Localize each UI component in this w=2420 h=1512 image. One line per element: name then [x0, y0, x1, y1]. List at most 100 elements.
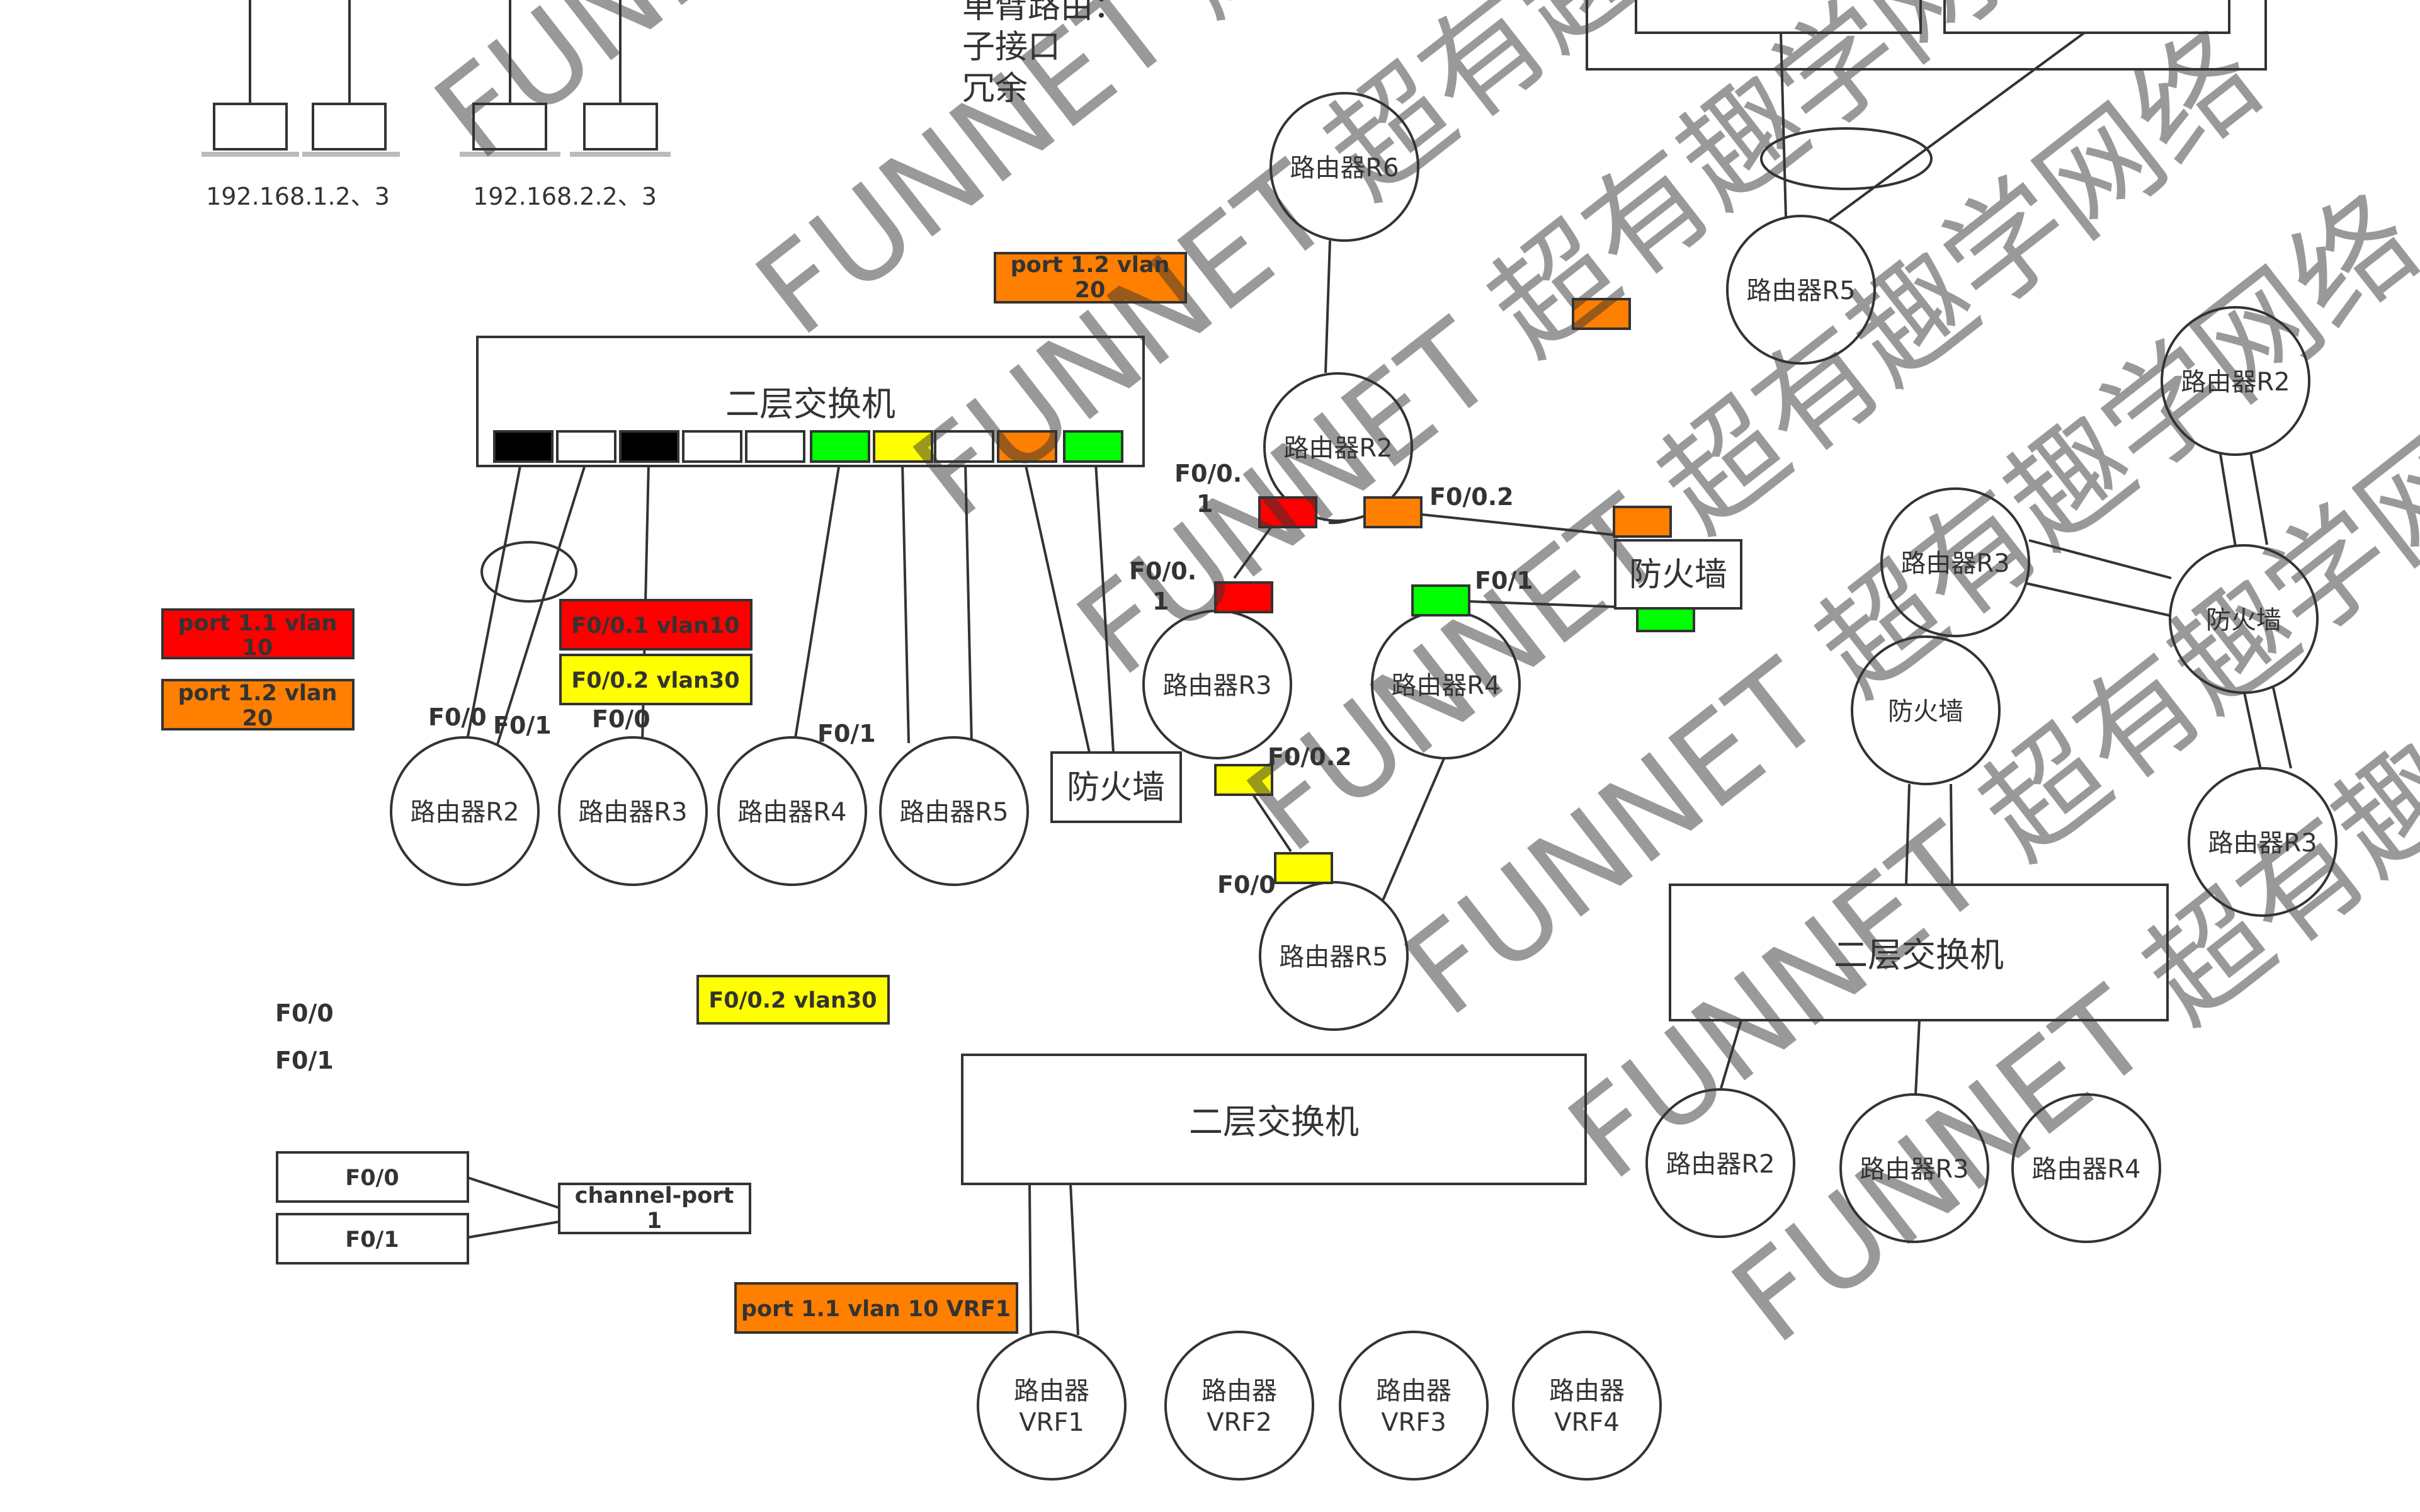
interface-square: [1274, 852, 1333, 884]
port-label: F0/1: [493, 712, 552, 739]
host-ip-group-2: 192.168.2.2、3: [473, 183, 657, 210]
interface-square: [1258, 496, 1317, 528]
link-aggregation-ellipse: [480, 541, 577, 603]
router-node: [977, 1331, 1127, 1481]
vrf-routers: [977, 1331, 1662, 1481]
svg-text:F0/0.2 vlan30: F0/0.2 vlan30: [571, 668, 739, 693]
port-label: F0/0: [1217, 871, 1276, 899]
port-label: F0/0: [428, 703, 487, 731]
note-line-1: 单臂路由：: [962, 0, 1126, 26]
port-label: F0/1: [817, 720, 876, 747]
port-label: 1: [1196, 490, 1213, 518]
router-node: [2188, 767, 2338, 917]
channel-port-label: 1: [647, 1208, 662, 1234]
router-node: [1512, 1331, 1662, 1481]
router-label: 路由器R5: [899, 798, 1008, 827]
router-label: 路由器: [1201, 1377, 1277, 1406]
router-label: 路由器R2: [1283, 434, 1392, 463]
svg-text:port 1.2 vlan: port 1.2 vlan: [178, 681, 338, 706]
port-label: F0/0.: [1129, 557, 1196, 585]
channel-port-label: channel-port: [575, 1183, 734, 1208]
legend-port-label: F0/1: [275, 1047, 334, 1074]
port-label: F0/0: [592, 705, 650, 733]
svg-text:port 1.2 vlan: port 1.2 vlan: [1011, 253, 1170, 278]
router-label: 路由器R2: [1666, 1150, 1775, 1179]
router-label: 路由器R6: [1290, 154, 1399, 183]
router-label: VRF2: [1207, 1408, 1272, 1437]
host-ip-group-1: 192.168.1.2、3: [206, 183, 390, 210]
router-label: 路由器R2: [410, 798, 519, 827]
right-switch-box: [1669, 884, 2169, 1021]
switch-port: [873, 430, 933, 463]
firewall-node: [2169, 544, 2319, 694]
firewall-label: 防火墙: [2206, 606, 2281, 635]
port-label: 1: [1152, 588, 1169, 615]
bottom-switch-box: [961, 1054, 1587, 1185]
router-node: [390, 736, 540, 886]
bottom-switch-title: 二层交换机: [1189, 1102, 1359, 1142]
svg-text:10: 10: [242, 635, 273, 661]
router-node: [879, 736, 1029, 886]
router-label: 路由器R5: [1279, 943, 1388, 972]
interface-square: [1411, 584, 1470, 617]
router-label: VRF3: [1381, 1408, 1446, 1437]
middle-port-squares: [1214, 298, 1695, 884]
middle-links: [1233, 240, 1638, 902]
pc-icon: [312, 103, 387, 151]
router-label: VRF1: [1019, 1408, 1084, 1437]
note-line-2: 子接口: [962, 28, 1060, 66]
switch-port: [934, 430, 994, 463]
router-label: 路由器: [1014, 1377, 1089, 1406]
firewall-box-mid: [1614, 539, 1742, 610]
router-label: 路由器R2: [2181, 368, 2290, 397]
router-label: 路由器R3: [1860, 1155, 1968, 1184]
tag-port11-red: port 1.1 vlan 10: [161, 608, 355, 661]
left-switch-ports: [493, 430, 1123, 463]
legend-port-label: F0/0: [275, 999, 334, 1027]
port-label: F0/1: [1475, 567, 1533, 594]
host-group-2: [460, 0, 671, 157]
svg-text:port 1.1 vlan: port 1.1 vlan: [178, 611, 338, 636]
firewall-box-left: [1050, 751, 1182, 823]
channel-port-group: [276, 1151, 751, 1265]
router-label: 路由器R5: [1746, 276, 1855, 305]
router-node: [1645, 1088, 1795, 1238]
router-node: [2161, 306, 2310, 456]
switch-port: [556, 430, 616, 463]
router-node: [558, 736, 708, 886]
port-box: [276, 1151, 469, 1203]
router-label: 路由器R4: [737, 798, 846, 827]
top-right-frame: [1586, 0, 2267, 222]
router-node-top: [1726, 215, 1876, 365]
far-right-links: [1720, 448, 2292, 1095]
interface-square: [1613, 506, 1672, 538]
router-node: [1880, 487, 2030, 637]
interface-square: [1214, 581, 1273, 613]
switch-port: [810, 430, 870, 463]
firewall-label: 防火墙: [1067, 769, 1165, 807]
router-node: [1339, 1331, 1489, 1481]
tag-port12-top: port 1.2 vlan 20: [994, 252, 1187, 304]
switch-port: [682, 430, 742, 463]
tag-port11-vrf1: port 1.1 vlan 10 VRF1: [734, 1282, 1018, 1334]
router-node: [717, 736, 867, 886]
switch-port: [745, 430, 805, 463]
router-label: 路由器R3: [1162, 671, 1271, 700]
port-label: F0/0.: [1174, 460, 1242, 487]
svg-text:port 1.1 vlan 10 VRF1: port 1.1 vlan 10 VRF1: [741, 1297, 1011, 1322]
svg-text:20: 20: [242, 706, 273, 731]
router-label: 路由器: [1376, 1377, 1451, 1406]
far-right-nodes: [1851, 306, 2338, 917]
pc-icon: [472, 103, 547, 151]
svg-text:20: 20: [1075, 278, 1106, 303]
port-box-label: F0/0: [345, 1166, 399, 1191]
router-label: 路由器R3: [1900, 549, 2009, 578]
port-label: F0/0.2: [1268, 743, 1352, 771]
port-label: F0/0.2: [1429, 483, 1514, 511]
left-switch-title: 二层交换机: [725, 384, 895, 424]
pc-icon: [213, 103, 288, 151]
switch-port: [997, 430, 1057, 463]
svg-text:F0/0.2 vlan30: F0/0.2 vlan30: [708, 988, 877, 1013]
middle-routers: [1142, 92, 1521, 1031]
